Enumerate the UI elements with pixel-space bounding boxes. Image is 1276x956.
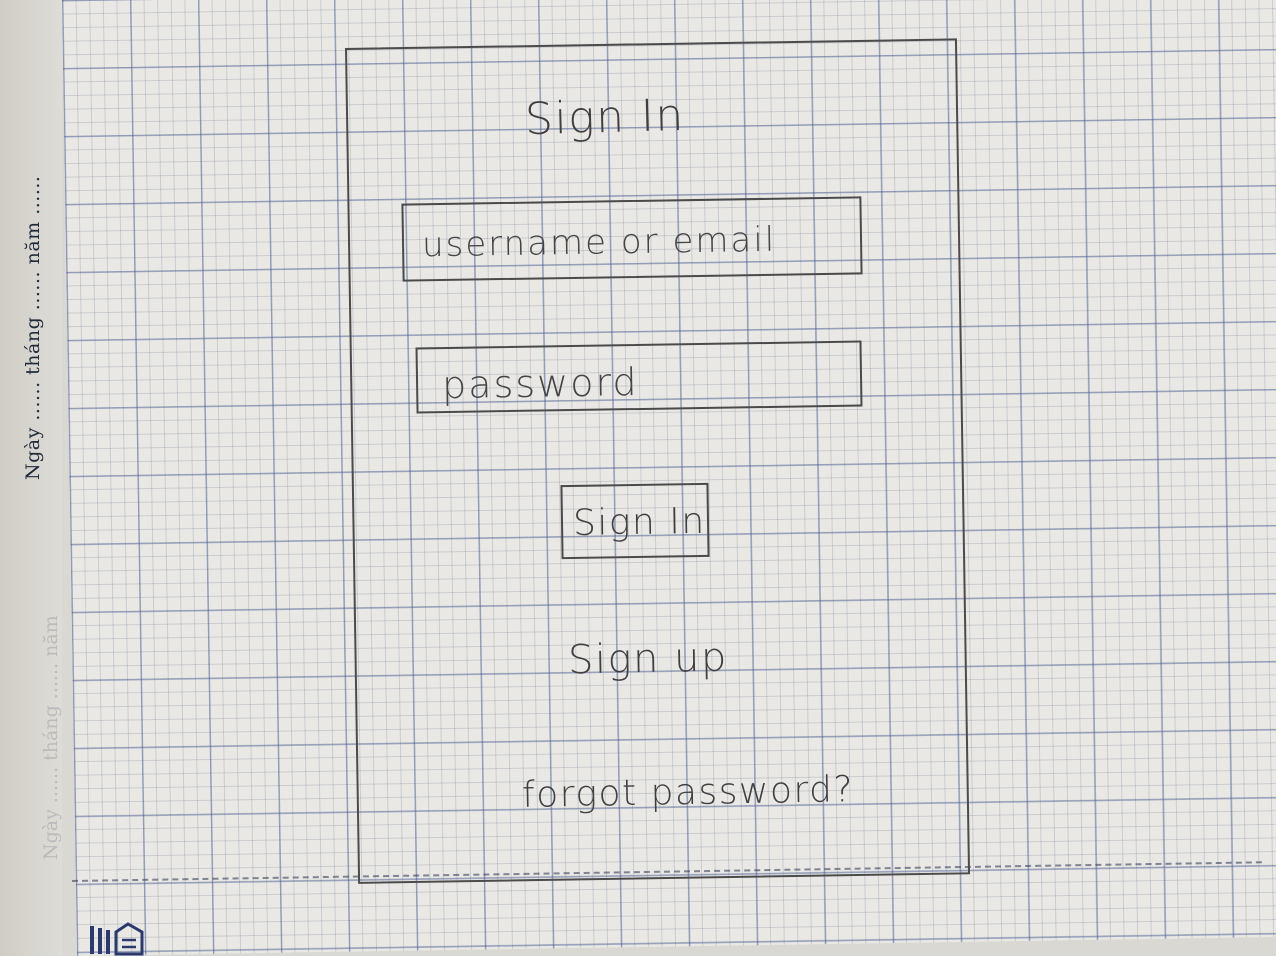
password-placeholder: password <box>441 360 639 408</box>
username-input[interactable]: username or email <box>401 196 863 282</box>
sign-in-button-label: Sign In <box>572 500 706 544</box>
sign-in-title: Sign In <box>524 89 686 146</box>
sign-up-link[interactable]: Sign up <box>567 634 729 684</box>
forgot-password-link[interactable]: forgot password? <box>521 769 855 816</box>
sign-in-button[interactable]: Sign In <box>560 482 710 560</box>
notebook-logo-icon <box>90 922 144 956</box>
wireframe-screen-frame <box>345 38 971 884</box>
password-input[interactable]: password <box>415 340 863 414</box>
username-placeholder: username or email <box>421 219 777 266</box>
notebook-date-line: Ngày ...... tháng ...... năm ...... <box>22 175 44 480</box>
desk-background <box>0 0 62 956</box>
notebook-date-line-bleedthrough: Ngày ...... tháng ...... năm <box>40 615 62 860</box>
